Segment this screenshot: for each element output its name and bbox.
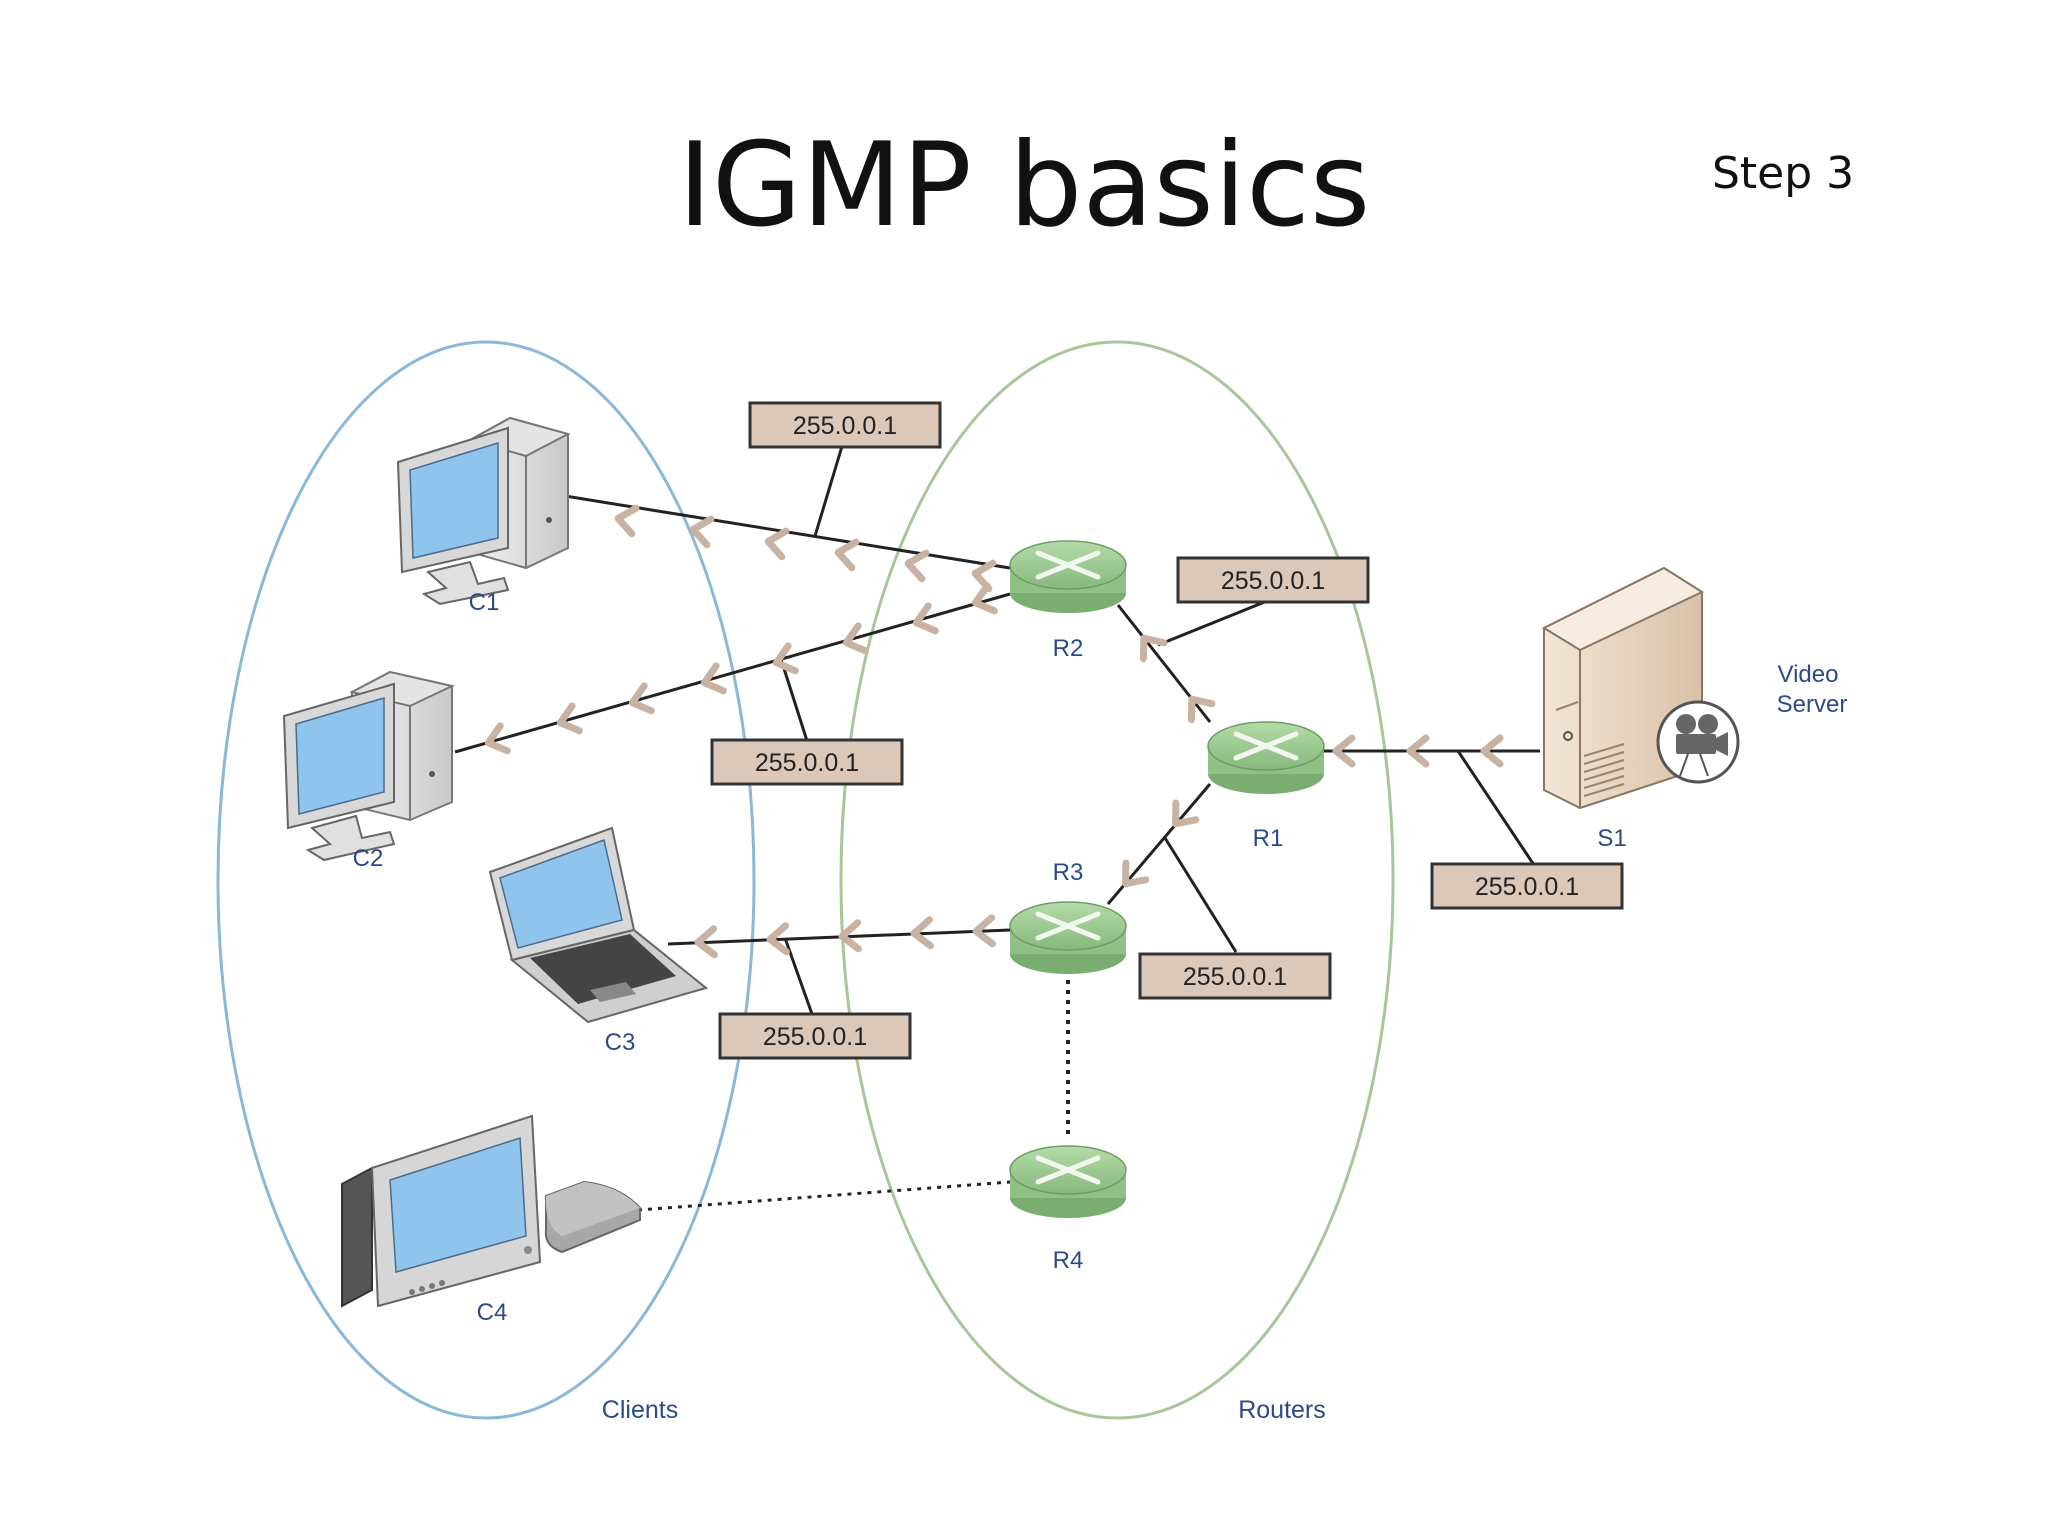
label-text: 255.0.0.1 <box>1183 963 1287 991</box>
label-r3: R3 <box>1053 859 1084 886</box>
camera-icon <box>1656 700 1740 784</box>
label-r4: R4 <box>1053 1247 1084 1274</box>
router-r1 <box>1207 721 1325 794</box>
label-box-c1-link: 255.0.0.1 <box>748 401 942 449</box>
r4-c4-dotted-link <box>637 1180 1011 1212</box>
label-text: 255.0.0.1 <box>793 412 897 440</box>
label-box-r1-r2-link: 255.0.0.1 <box>1176 556 1370 604</box>
label-text: 255.0.0.1 <box>1221 567 1325 595</box>
label-server: Server <box>1777 691 1848 718</box>
label-c4: C4 <box>477 1299 508 1326</box>
label-box-s1-link: 255.0.0.1 <box>1430 862 1624 910</box>
label-text: 255.0.0.1 <box>755 749 859 777</box>
router-r3 <box>1009 901 1127 974</box>
label-box-r1-r3-link: 255.0.0.1 <box>1138 952 1332 1000</box>
label-routers: Routers <box>1238 1396 1326 1424</box>
label-text: 255.0.0.1 <box>1475 873 1579 901</box>
label-s1: S1 <box>1597 825 1626 852</box>
label-c3: C3 <box>605 1029 636 1056</box>
laptop-c3-icon <box>488 826 709 1024</box>
label-clients: Clients <box>602 1396 678 1424</box>
label-c1: C1 <box>469 589 500 616</box>
label-video: Video <box>1778 661 1839 688</box>
desktop-c1-icon <box>396 416 571 606</box>
desktop-c2-icon <box>282 670 456 862</box>
routers-ellipse <box>839 340 1395 1420</box>
label-leaders <box>778 442 1536 1015</box>
label-text: 255.0.0.1 <box>763 1023 867 1051</box>
clients-ellipse <box>216 340 756 1420</box>
label-r2: R2 <box>1053 635 1084 662</box>
router-r2 <box>1009 540 1127 613</box>
step-label: Step 3 <box>1712 148 1855 199</box>
label-r1: R1 <box>1253 825 1284 852</box>
tv-c4-icon <box>341 1114 641 1308</box>
label-c2: C2 <box>353 845 384 872</box>
router-r4 <box>1009 1145 1127 1218</box>
slide-title: IGMP basics <box>677 118 1371 253</box>
label-box-c3-link: 255.0.0.1 <box>718 1012 912 1060</box>
label-box-c2-link: 255.0.0.1 <box>710 738 904 786</box>
